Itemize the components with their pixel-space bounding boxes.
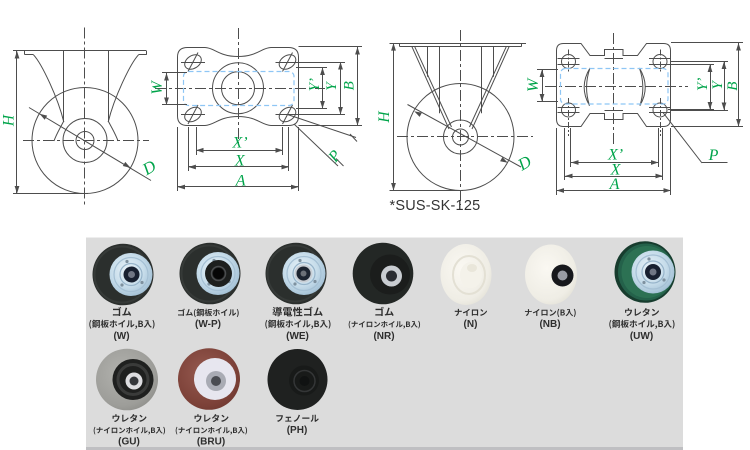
svg-text:W: W xyxy=(525,77,542,92)
svg-text:D: D xyxy=(138,156,160,179)
svg-text:(NB): (NB) xyxy=(539,319,560,330)
svg-text:H: H xyxy=(376,111,393,124)
svg-text:A: A xyxy=(609,176,620,193)
svg-text:X’: X’ xyxy=(231,134,247,151)
svg-text:H: H xyxy=(0,114,17,127)
svg-text:W: W xyxy=(149,80,166,95)
svg-text:X’: X’ xyxy=(607,146,623,163)
svg-text:(N): (N) xyxy=(464,319,478,330)
svg-text:D: D xyxy=(514,151,536,174)
svg-text:(UW): (UW) xyxy=(630,331,653,342)
svg-text:X: X xyxy=(234,153,246,170)
svg-text:(W): (W) xyxy=(113,331,129,342)
svg-text:(PH): (PH) xyxy=(287,425,308,436)
svg-text:(GU): (GU) xyxy=(118,437,140,448)
svg-text:(WE): (WE) xyxy=(286,331,309,342)
svg-text:(NR): (NR) xyxy=(373,331,394,342)
svg-text:Y: Y xyxy=(710,80,726,90)
svg-text:B: B xyxy=(725,82,741,91)
svg-text:Y’: Y’ xyxy=(307,78,323,91)
svg-text:A: A xyxy=(235,172,246,189)
svg-text:(W-P): (W-P) xyxy=(195,319,221,330)
svg-text:Y: Y xyxy=(324,81,340,91)
svg-text:P: P xyxy=(325,147,345,166)
svg-text:P: P xyxy=(708,147,719,164)
svg-text:(BRU): (BRU) xyxy=(197,437,225,448)
svg-text:Y’: Y’ xyxy=(695,78,711,91)
svg-text:*SUS-SK-125: *SUS-SK-125 xyxy=(390,198,481,214)
svg-text:X: X xyxy=(610,162,622,179)
svg-text:B: B xyxy=(342,81,358,90)
